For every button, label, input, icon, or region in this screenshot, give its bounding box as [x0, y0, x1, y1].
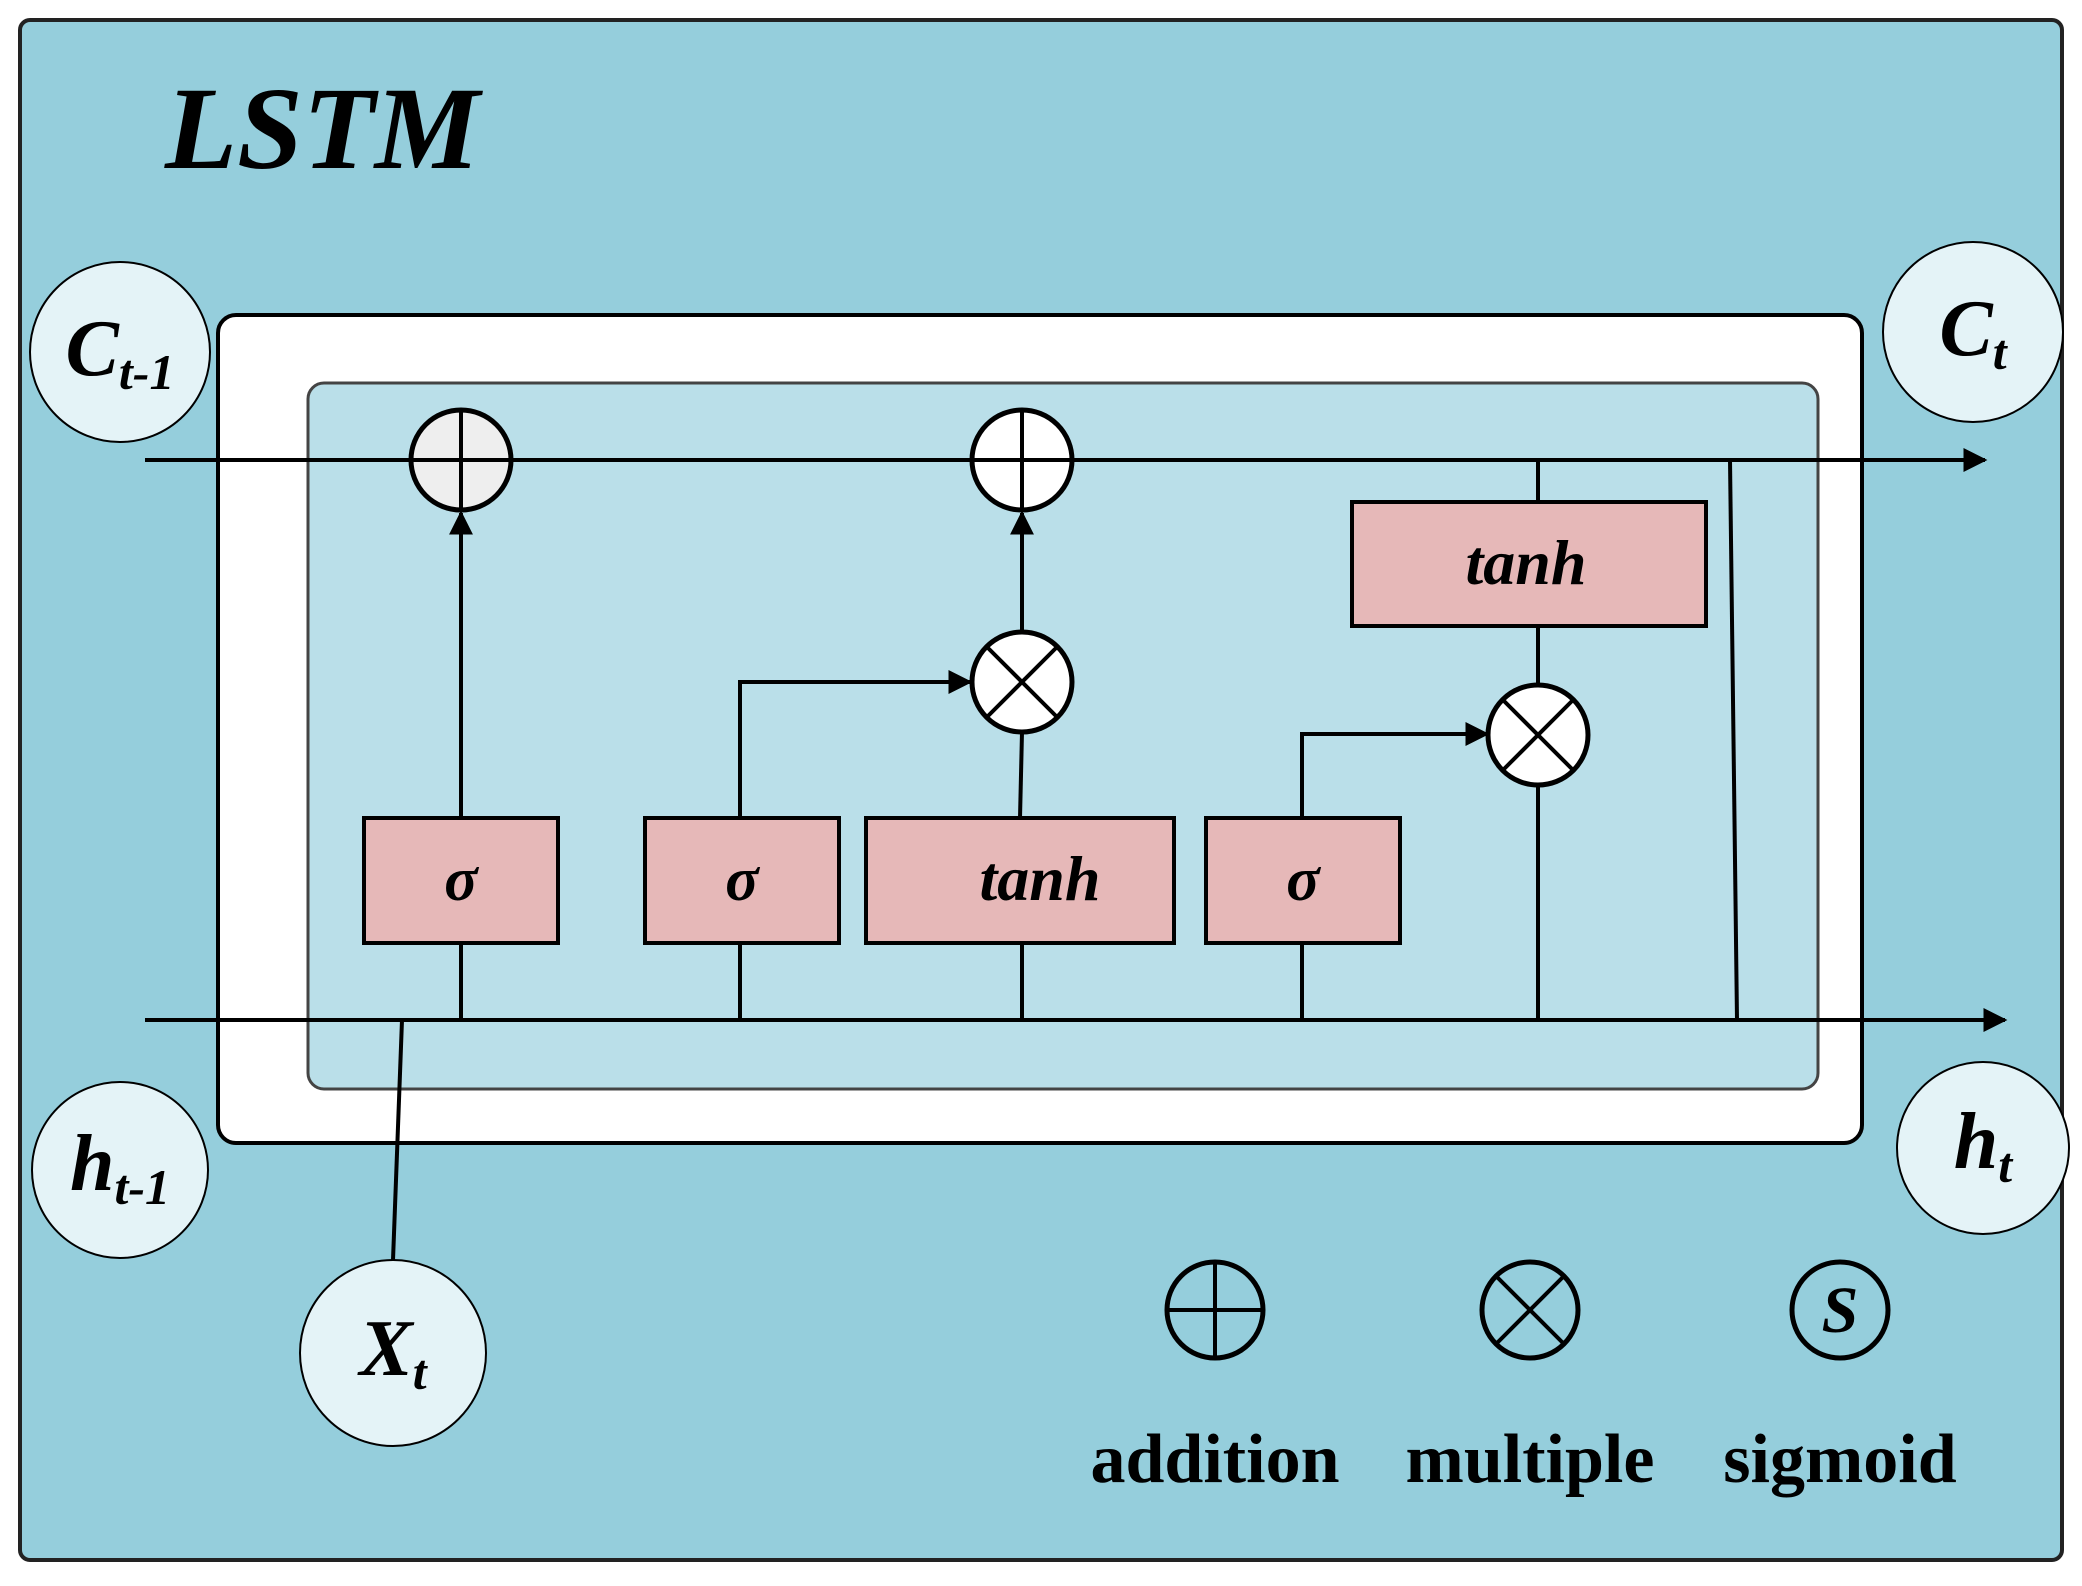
input-gate-to-mult	[738, 670, 973, 818]
legend: S addition multiple sigmoid	[1091, 1259, 1957, 1498]
input-multiply-op	[969, 629, 1075, 735]
cell-addition-op	[969, 407, 1075, 513]
candidate-to-mult	[1018, 731, 1024, 819]
c-next-node: Ct	[1882, 241, 2064, 423]
diagram-title: LSTM	[164, 63, 484, 194]
legend-multiple-label: multiple	[1406, 1421, 1655, 1498]
legend-multiply-icon	[1479, 1259, 1581, 1361]
x-input-node: Xt	[299, 1259, 487, 1447]
h-next-sub: t	[1998, 1137, 2014, 1193]
cell-activation-gate: tanh	[1350, 500, 1708, 628]
svg-text:ht-1: ht-1	[70, 1120, 170, 1215]
legend-sigmoid-label: sigmoid	[1723, 1421, 1956, 1498]
c-next-base: C	[1939, 285, 1994, 373]
x-input-connector	[391, 1019, 404, 1261]
input-gate: σ	[643, 816, 841, 945]
legend-sigmoid-symbol: S	[1822, 1274, 1859, 1347]
x-input-base: X	[356, 1305, 414, 1393]
forget-addition-op	[408, 407, 514, 513]
output-gate: σ	[1204, 816, 1402, 945]
c-prev-sub: t-1	[119, 344, 175, 400]
legend-sigmoid-icon: S	[1789, 1259, 1891, 1361]
output-gate-to-mult	[1300, 722, 1490, 818]
svg-text:Xt: Xt	[356, 1305, 428, 1400]
c-prev-base: C	[66, 305, 121, 393]
candidate-gate: tanh	[864, 816, 1176, 945]
output-multiply-op	[1485, 682, 1591, 788]
svg-text:Ct-1: Ct-1	[66, 305, 175, 400]
h-prev-base: h	[70, 1120, 115, 1208]
legend-addition-label: addition	[1091, 1421, 1340, 1498]
candidate-gate-label: tanh	[980, 843, 1101, 914]
x-input-sub: t	[413, 1344, 429, 1400]
forget-gate: σ	[362, 816, 560, 945]
output-gate-label: σ	[1286, 846, 1321, 914]
h-next-base: h	[1954, 1098, 1999, 1186]
cell-hidden-connector	[1728, 459, 1739, 1021]
h-prev-node: ht-1	[31, 1081, 209, 1259]
c-prev-node: Ct-1	[29, 261, 211, 443]
svg-text:Ct: Ct	[1939, 285, 2008, 380]
forget-gate-label: σ	[444, 846, 479, 914]
h-prev-sub: t-1	[114, 1159, 170, 1215]
input-gate-label: σ	[725, 846, 760, 914]
cell-activation-label: tanh	[1466, 527, 1587, 598]
svg-text:ht: ht	[1954, 1098, 2015, 1193]
c-next-sub: t	[1993, 324, 2009, 380]
h-next-node: ht	[1896, 1061, 2070, 1235]
legend-addition-icon	[1164, 1259, 1266, 1361]
